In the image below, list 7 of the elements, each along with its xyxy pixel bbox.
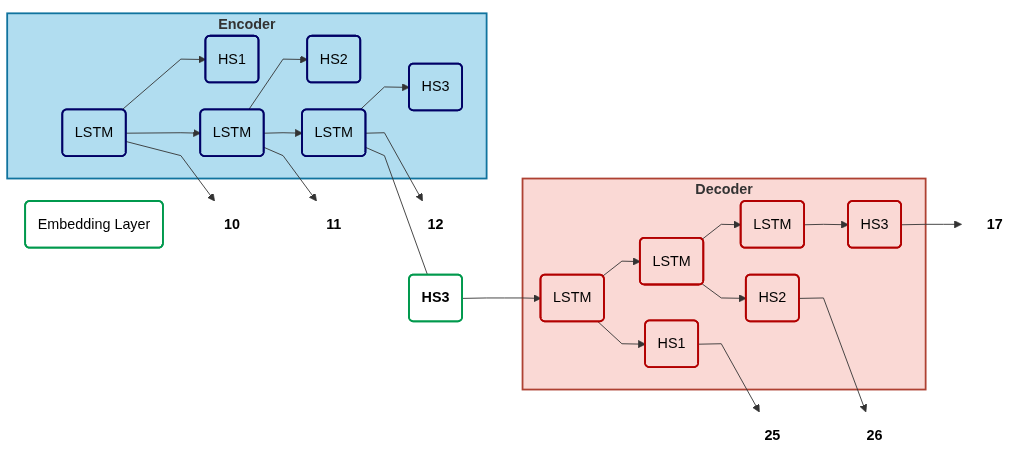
connector	[365, 147, 429, 276]
node-text: 11	[326, 216, 342, 232]
node-text: 17	[986, 216, 1003, 232]
node-text: 12	[427, 216, 444, 232]
node-text: 26	[866, 427, 883, 443]
node-text: 10	[223, 216, 240, 232]
node-text: 25	[764, 427, 781, 443]
